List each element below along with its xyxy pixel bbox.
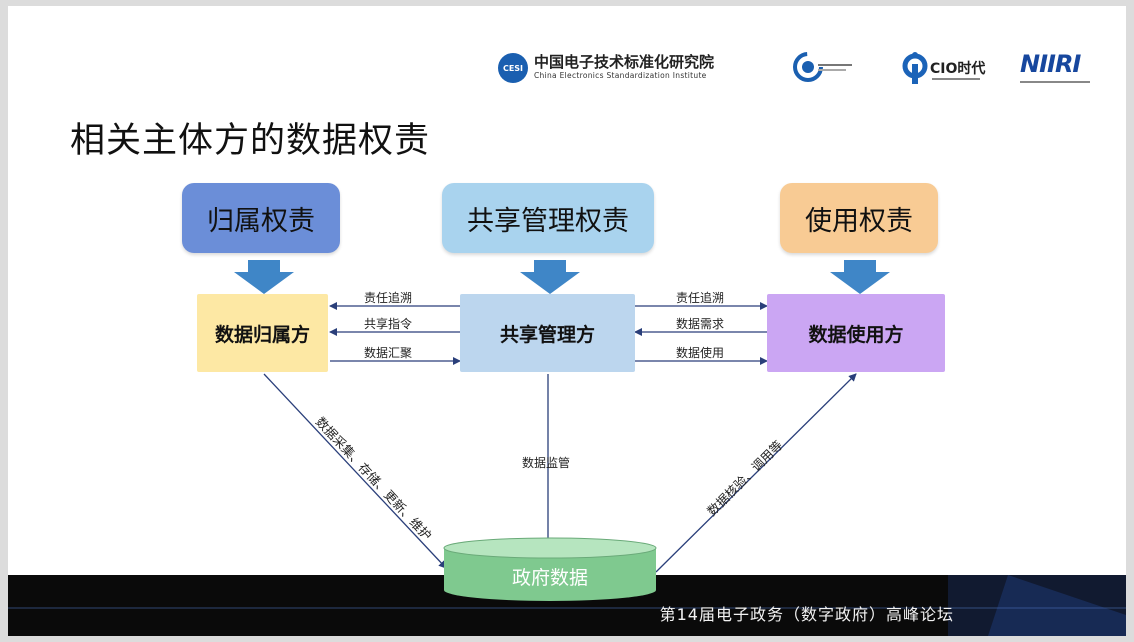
sharing-manager-node: 共享管理方 — [460, 294, 635, 372]
cesi-badge-text: CESI — [502, 63, 524, 73]
footer-title: 第14届电子政务（数字政府）高峰论坛 — [659, 605, 954, 624]
gov-data-cylinder-icon — [443, 537, 657, 601]
edge-diag-left — [263, 373, 447, 569]
label-left-top: 责任追溯 — [364, 291, 413, 305]
gov-data-label: 政府数据 — [511, 567, 588, 589]
niiri-logo-text: NIIRI — [1020, 50, 1081, 78]
niiri-logo: NIIRI — [1020, 50, 1110, 88]
cesi-badge-icon: CESI — [498, 53, 528, 83]
edge-diag-right — [655, 373, 857, 573]
data-owner-node: 数据归属方 — [197, 294, 328, 372]
diagram-connectors — [234, 260, 890, 573]
cio-logo-subline — [932, 78, 980, 80]
label-left-mid: 共享指令 — [364, 317, 413, 331]
cesi-name-en: China Electronics Standardization Instit… — [534, 71, 707, 80]
ownership-category-box: 归属权责 — [182, 183, 340, 253]
label-right-bottom: 数据使用 — [676, 346, 725, 360]
data-user-node: 数据使用方 — [767, 294, 945, 372]
cio-logo-icon — [902, 52, 928, 84]
cio-logo: CIO时代 — [902, 50, 992, 86]
cesi-name-cn: 中国电子技术标准化研究院 — [534, 53, 715, 71]
sharing-down-arrow — [520, 260, 580, 294]
label-center-down: 数据监管 — [522, 456, 571, 470]
cio-logo-text: CIO时代 — [930, 61, 986, 77]
cesi-logo: CESI 中国电子技术标准化研究院 China Electronics Stan… — [498, 50, 758, 86]
label-right-top: 责任追溯 — [676, 291, 725, 305]
slide: CESI 中国电子技术标准化研究院 China Electronics Stan… — [8, 6, 1126, 636]
sharing-category-box: 共享管理权责 — [442, 183, 654, 253]
page-title: 相关主体方的数据权责 — [70, 121, 431, 161]
usage-down-arrow — [830, 260, 890, 294]
csiaf-logo — [792, 50, 856, 84]
usage-category-box: 使用权责 — [780, 183, 938, 253]
niiri-logo-subline — [1020, 81, 1090, 83]
label-left-bottom: 数据汇聚 — [364, 346, 413, 360]
label-right-mid: 数据需求 — [676, 317, 725, 331]
csiaf-logo-icon — [793, 52, 852, 82]
ownership-down-arrow — [234, 260, 294, 294]
